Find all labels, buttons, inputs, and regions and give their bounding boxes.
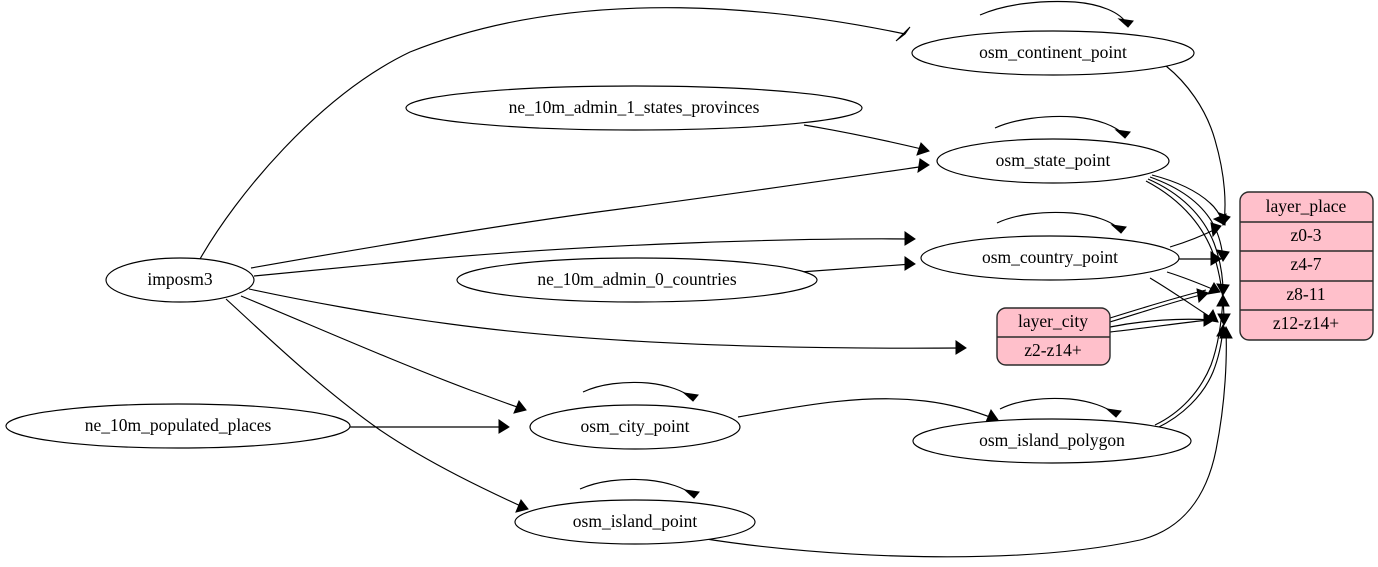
edge-ne_10m_populated_places-to-osm_city_point [350, 419, 510, 434]
node-osm_island_polygon[interactable]: osm_island_polygon [912, 418, 1192, 464]
node-ne_10m_admin_1_states_provinces[interactable]: ne_10m_admin_1_states_provinces [405, 85, 863, 131]
edge-layer_city-to-layer_place-parallel [1109, 289, 1211, 333]
edge-imposm3-to-osm_continent_point [199, 7, 911, 260]
record-layer: layer_place z0-3 z4-7 z8-11 z12-z14+ lay… [996, 191, 1374, 366]
record-layer_city-title: layer_city [1018, 311, 1088, 331]
node-osm_continent_point[interactable]: osm_continent_point [911, 30, 1195, 76]
node-label-osm_state_point: osm_state_point [996, 150, 1111, 170]
node-layer: imposm3 ne_10m_admin_1_states_provinces … [5, 30, 1195, 545]
edge-ne_10m_admin_1_states_provinces-to-osm_state_point [803, 124, 930, 156]
edge-osm_state_point-to-layer_place-z4-7 [1149, 176, 1230, 262]
self-loop-osm_continent_point [979, 0, 1134, 28]
node-label-osm_island_point: osm_island_point [573, 511, 698, 531]
edge-osm_island_point-to-layer_place-z12-z14 [699, 325, 1233, 558]
node-label-osm_continent_point: osm_continent_point [979, 42, 1127, 62]
edge-imposm3-to-osm_city_point [240, 295, 527, 414]
edge-imposm3-to-osm_state_point [250, 158, 930, 269]
node-label-osm_city_point: osm_city_point [581, 416, 690, 436]
record-layer_city[interactable]: layer_city z2-z14+ [996, 307, 1111, 366]
edge-osm_country_point-to-layer_place-z8-11 [1166, 271, 1221, 295]
node-label-ne_10m_admin_1_states_provinces: ne_10m_admin_1_states_provinces [509, 97, 760, 117]
edge-osm_country_point-to-layer_place-z4-7 [1179, 251, 1222, 266]
node-label-imposm3: imposm3 [147, 269, 212, 289]
node-osm_city_point[interactable]: osm_city_point [529, 404, 741, 450]
edge-osm_city_point-to-osm_island_polygon [737, 398, 999, 423]
node-imposm3[interactable]: imposm3 [105, 257, 255, 303]
self-loop-osm_city_point [582, 381, 699, 402]
node-label-osm_country_point: osm_country_point [982, 247, 1118, 267]
self-loop-osm_state_point [994, 115, 1131, 139]
node-ne_10m_admin_0_countries[interactable]: ne_10m_admin_0_countries [456, 257, 818, 303]
edge-osm_state_point-to-layer_place-z8-11 [1147, 178, 1230, 297]
self-loop-osm_country_point [996, 211, 1127, 234]
edge-imposm3-to-osm_country_point [253, 231, 916, 277]
edge-layer [199, 0, 1233, 558]
record-layer_place-row-z12-z14plus[interactable]: z12-z14+ [1273, 313, 1339, 333]
record-layer_place[interactable]: layer_place z0-3 z4-7 z8-11 z12-z14+ [1239, 191, 1374, 341]
node-ne_10m_populated_places[interactable]: ne_10m_populated_places [5, 403, 351, 449]
node-label-ne_10m_admin_0_countries: ne_10m_admin_0_countries [537, 269, 736, 289]
node-osm_state_point[interactable]: osm_state_point [936, 138, 1170, 184]
edge-osm_country_point-to-layer_place-z0-3 [1169, 222, 1222, 248]
edge-ne_10m_admin_0_countries-to-osm_country_point [799, 256, 916, 273]
record-layer_place-row-z4-7[interactable]: z4-7 [1290, 254, 1321, 274]
record-layer_place-row-z0-3[interactable]: z0-3 [1290, 225, 1321, 245]
record-layer_city-row-z2-z14plus[interactable]: z2-z14+ [1024, 340, 1082, 360]
edge-imposm3-to-layer_city [248, 288, 967, 355]
edge-layer_city-to-layer_place-z12-z14 [1109, 312, 1215, 328]
node-osm_island_point[interactable]: osm_island_point [514, 499, 756, 545]
edge-osm_island_polygon-to-layer_place-z8-11 [1154, 293, 1230, 426]
node-label-osm_island_polygon: osm_island_polygon [979, 430, 1125, 450]
self-loop-osm_island_polygon [999, 397, 1122, 418]
node-label-ne_10m_populated_places: ne_10m_populated_places [85, 415, 272, 435]
record-layer_place-row-z8-11[interactable]: z8-11 [1286, 284, 1325, 304]
record-layer_place-title: layer_place [1266, 196, 1347, 216]
node-osm_country_point[interactable]: osm_country_point [920, 235, 1180, 281]
edge-imposm3-to-osm_island_point [225, 298, 529, 513]
self-loop-osm_island_point [579, 478, 700, 499]
edge-osm_state_point-to-layer_place-z0-3 [1151, 174, 1227, 226]
